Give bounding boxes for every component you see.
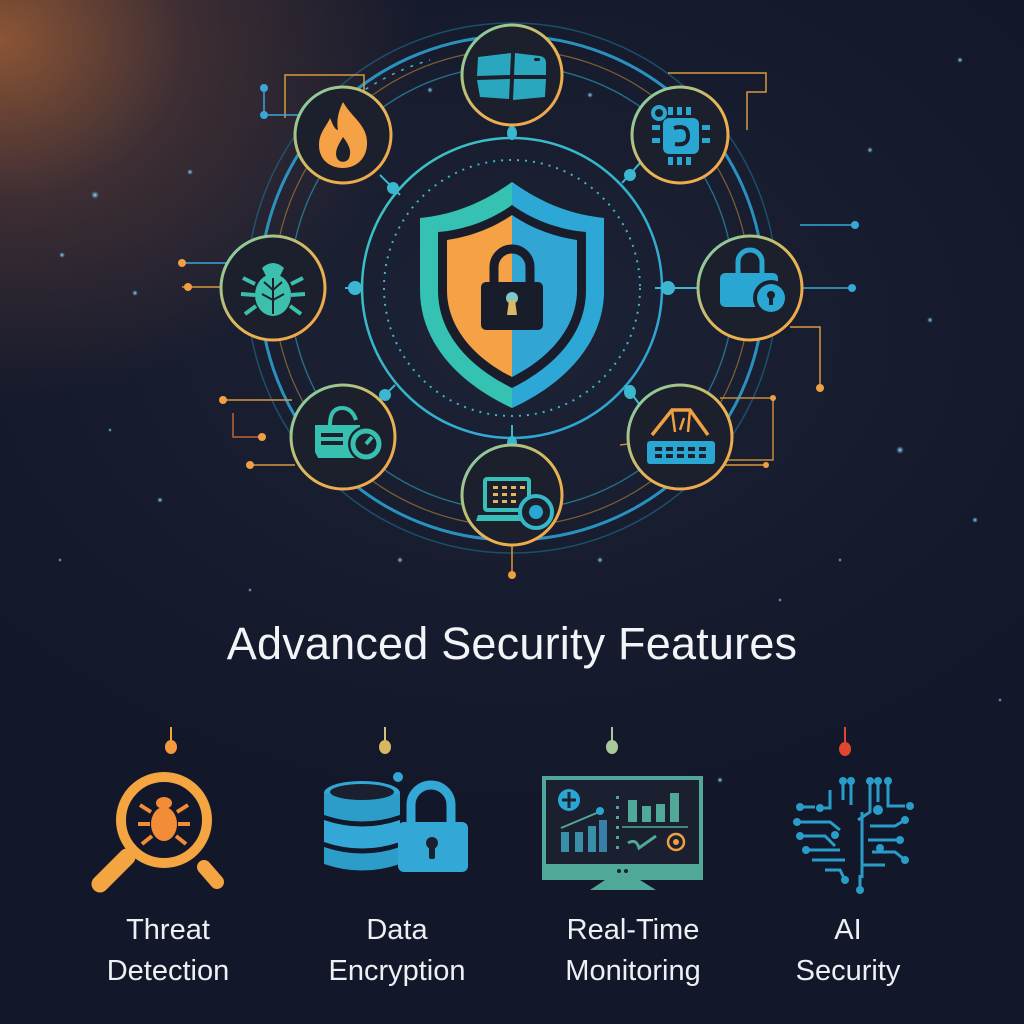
feature-label-line2: Security [795,955,901,987]
laptop-monitoring-icon [476,477,554,530]
trace-dots [178,84,859,579]
feature-label-line2: Detection [106,955,230,987]
flame-icon [319,102,368,168]
feature-bus [165,725,851,756]
feature-label-line1: Data [366,914,428,946]
dashboard-monitor-icon [542,776,703,890]
orbit-node-bottom-left [289,383,397,491]
feature-real-time-monitoring: Real-Time Monitoring [533,910,733,992]
feature-threat-detection: Threat Detection [68,910,268,992]
orbit-node-top-right [630,85,730,185]
orbit-node-right [696,234,804,342]
database-lock-icon [324,772,468,872]
feature-label-line1: Threat [126,914,210,946]
microchip-icon [651,105,710,165]
feature-label-line2: Encryption [328,955,466,987]
orbit-node-left [219,234,327,342]
feature-ai-security: AI Security [748,910,948,992]
shield-lock-icon [420,182,604,408]
feature-label-line1: AI [834,914,862,946]
orbit-node-bottom-right [626,383,734,491]
secure-card-icon [315,405,384,462]
orbit-node-bottom [460,443,564,547]
magnifier-bug-icon [91,772,224,893]
feature-data-encryption: Data Encryption [297,910,497,992]
orbit-node-top [460,23,564,127]
feature-label-line1: Real-Time [566,914,700,946]
firewall-panel-icon [477,53,546,100]
feature-label-line2: Monitoring [565,955,701,987]
network-switch-icon [647,408,715,464]
circuit-brain-icon [793,777,914,894]
bug-icon [240,263,306,316]
locked-folder-icon [720,247,789,316]
starfield [58,57,1002,783]
orbit-node-top-left [293,85,393,185]
page-title: Advanced Security Features [226,618,798,669]
